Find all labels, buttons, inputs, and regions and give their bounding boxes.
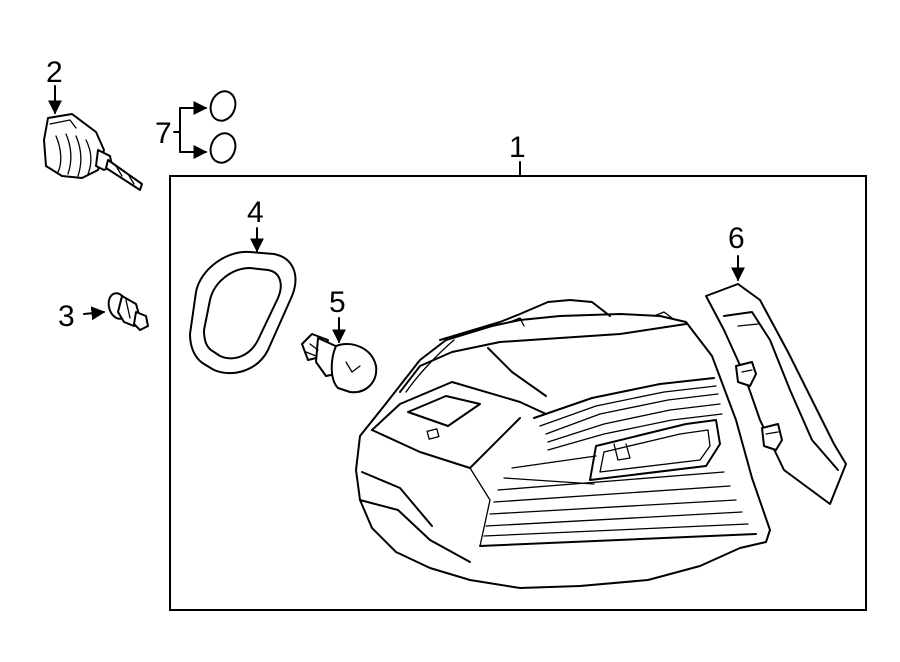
seals-part-7[interactable] bbox=[207, 88, 240, 166]
callout-1[interactable]: 1 bbox=[509, 131, 526, 164]
fastener-part-3[interactable] bbox=[106, 291, 149, 331]
assembly-frame bbox=[169, 175, 867, 611]
callout-4[interactable]: 4 bbox=[247, 196, 264, 229]
gasket-part-4[interactable] bbox=[189, 250, 297, 375]
callout-7[interactable]: 7 bbox=[155, 117, 172, 150]
callout-6[interactable]: 6 bbox=[728, 222, 745, 255]
callout-5[interactable]: 5 bbox=[329, 286, 346, 319]
lamp-assembly-part-1[interactable] bbox=[355, 299, 771, 589]
callout-3[interactable]: 3 bbox=[58, 300, 75, 333]
callout-2[interactable]: 2 bbox=[46, 56, 63, 89]
leader-3 bbox=[83, 306, 106, 321]
socket-part-2[interactable] bbox=[43, 113, 143, 191]
bracket-part-6[interactable] bbox=[705, 283, 847, 505]
bulb-part-5[interactable] bbox=[301, 333, 378, 394]
